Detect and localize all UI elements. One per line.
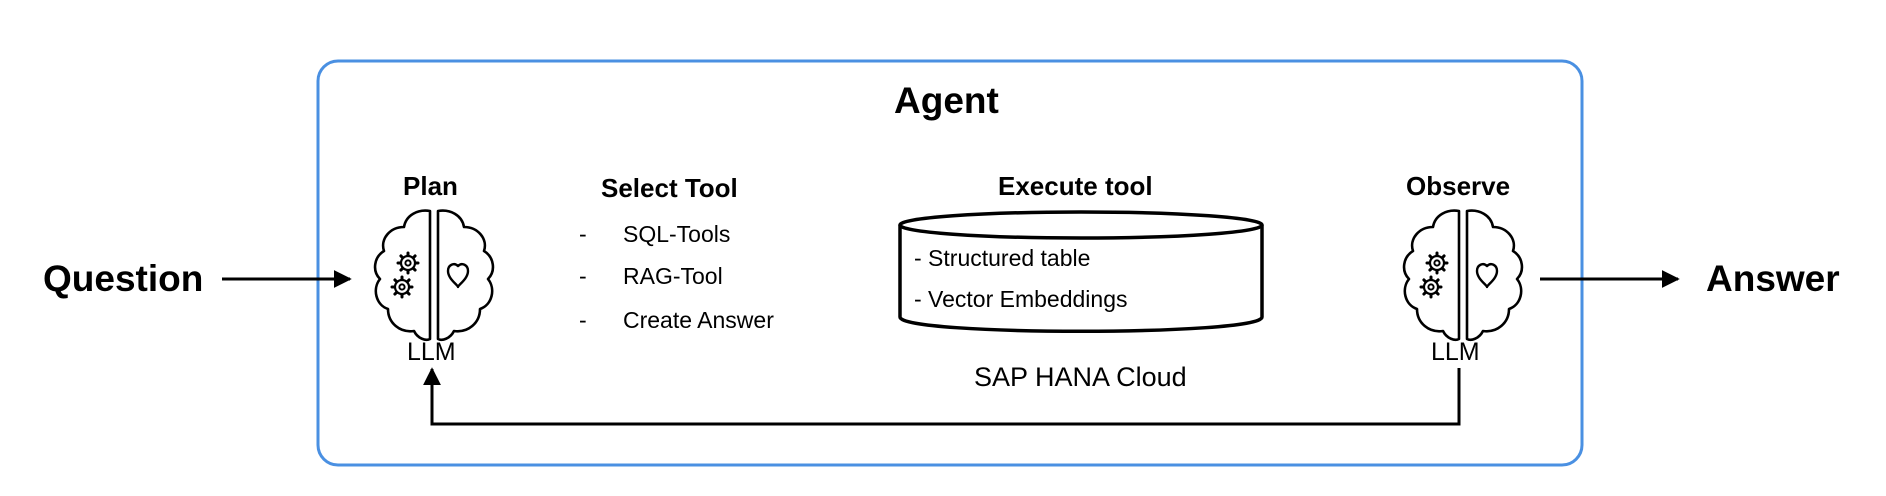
plan-brain-icon: [375, 211, 493, 340]
answer-label: Answer: [1706, 258, 1840, 299]
list-item: Create Answer: [623, 307, 774, 333]
observe-heading: Observe: [1406, 171, 1511, 201]
agent-container: [316, 59, 1584, 467]
observe-llm-label: LLM: [1431, 338, 1480, 366]
bullet: -: [579, 263, 587, 289]
feedback-loop-arrow: [423, 367, 1461, 426]
list-item: RAG-Tool: [623, 263, 723, 289]
vector-embeddings-item: - Vector Embeddings: [914, 286, 1128, 312]
plan-llm-label: LLM: [407, 338, 456, 366]
select-tool-heading: Select Tool: [601, 173, 738, 203]
database-cylinder-icon: [898, 210, 1264, 333]
observe-brain-icon: [1404, 211, 1522, 340]
structured-table-item: - Structured table: [914, 245, 1091, 271]
question-label: Question: [43, 258, 204, 299]
bullet: -: [579, 307, 587, 333]
list-item: SQL-Tools: [623, 221, 731, 247]
platform-label: SAP HANA Cloud: [974, 362, 1187, 392]
plan-heading: Plan: [403, 171, 458, 201]
agent-title: Agent: [894, 80, 999, 121]
bullet: -: [579, 221, 587, 247]
execute-tool-heading: Execute tool: [998, 171, 1153, 201]
